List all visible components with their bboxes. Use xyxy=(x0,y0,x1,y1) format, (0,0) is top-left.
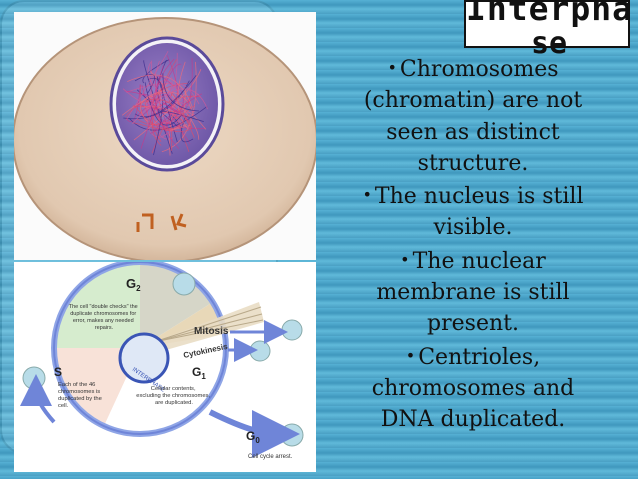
chromatin-strand xyxy=(170,124,191,131)
interphase-cell-drawing xyxy=(12,17,318,263)
bullet-list: •Chromosomes (chromatin) are not seen as… xyxy=(342,52,604,436)
g2-description: The cell "double checks" the duplicate c… xyxy=(69,304,140,331)
g0-label: G0 xyxy=(246,429,260,445)
chromatin-strand xyxy=(124,90,153,117)
chromatin-strand xyxy=(144,76,173,111)
g1-description: Cellular contents, excluding the chromos… xyxy=(136,386,211,406)
bullet-item: •Chromosomes (chromatin) are not seen as… xyxy=(363,57,583,176)
cell-cycle-diagram: INTERPHASE G2 The cell "double checks" t… xyxy=(20,259,304,460)
chromatin-strand xyxy=(140,63,182,149)
bullet-item: •The nuclear membrane is still present. xyxy=(376,248,570,337)
chromatin-strand xyxy=(177,61,188,129)
chromatin-strand xyxy=(141,93,191,144)
g1-sector xyxy=(104,334,227,434)
g0-cell-icon xyxy=(280,423,304,447)
chromatin-strand xyxy=(150,83,184,134)
chromatin-strand xyxy=(131,88,208,125)
title-line-2: se xyxy=(531,26,568,61)
g2-label: G2 xyxy=(126,276,141,293)
centrioles xyxy=(136,213,187,232)
chromatin-strand xyxy=(162,73,199,112)
chromatin-strand xyxy=(140,89,168,122)
chromatin-strand xyxy=(159,121,182,137)
chromatin-strand xyxy=(127,74,193,108)
chromatin-strand xyxy=(133,104,190,130)
chromatin-strand xyxy=(147,61,190,107)
g1-label: G1 xyxy=(192,365,206,381)
g2-sector xyxy=(54,262,140,348)
g0-arrow xyxy=(208,409,300,458)
interphase-hub xyxy=(118,332,170,384)
s-sector xyxy=(54,348,140,426)
cell-illustration-panel xyxy=(12,12,318,263)
cycle-ring-inner xyxy=(53,261,227,435)
g2-cell-icon xyxy=(172,272,196,296)
chromatin-strand xyxy=(125,84,141,123)
title-line-1: Interpha xyxy=(466,0,630,28)
nucleus xyxy=(116,43,218,165)
s-description: Each of the 46 chromosomes is duplicated… xyxy=(58,382,103,409)
chromatin-strand xyxy=(161,101,191,122)
mitosis-label: Mitosis xyxy=(194,326,229,337)
bullet-item: •The nucleus is still visible. xyxy=(362,184,584,241)
cell-cycle-diagram-panel: INTERPHASE G2 The cell "double checks" t… xyxy=(14,259,316,472)
chromatin-strand xyxy=(132,119,192,132)
daughter-cell-top-icon xyxy=(281,319,303,341)
chromatin xyxy=(121,50,208,156)
daughter-cell-bottom-icon xyxy=(249,340,271,362)
chromatin-strand xyxy=(161,61,197,153)
s-label: S xyxy=(54,365,62,379)
g0-description: Cell cycle arrest. xyxy=(248,454,293,460)
chromatin-strand xyxy=(171,93,195,138)
chromatin-strand xyxy=(133,68,202,141)
title-box: Interpha xyxy=(464,0,630,48)
bullet-item: •Centrioles, chromosomes and DNA duplica… xyxy=(371,344,575,433)
chromatin-strand xyxy=(125,98,193,129)
s-cell-icon xyxy=(22,366,46,390)
